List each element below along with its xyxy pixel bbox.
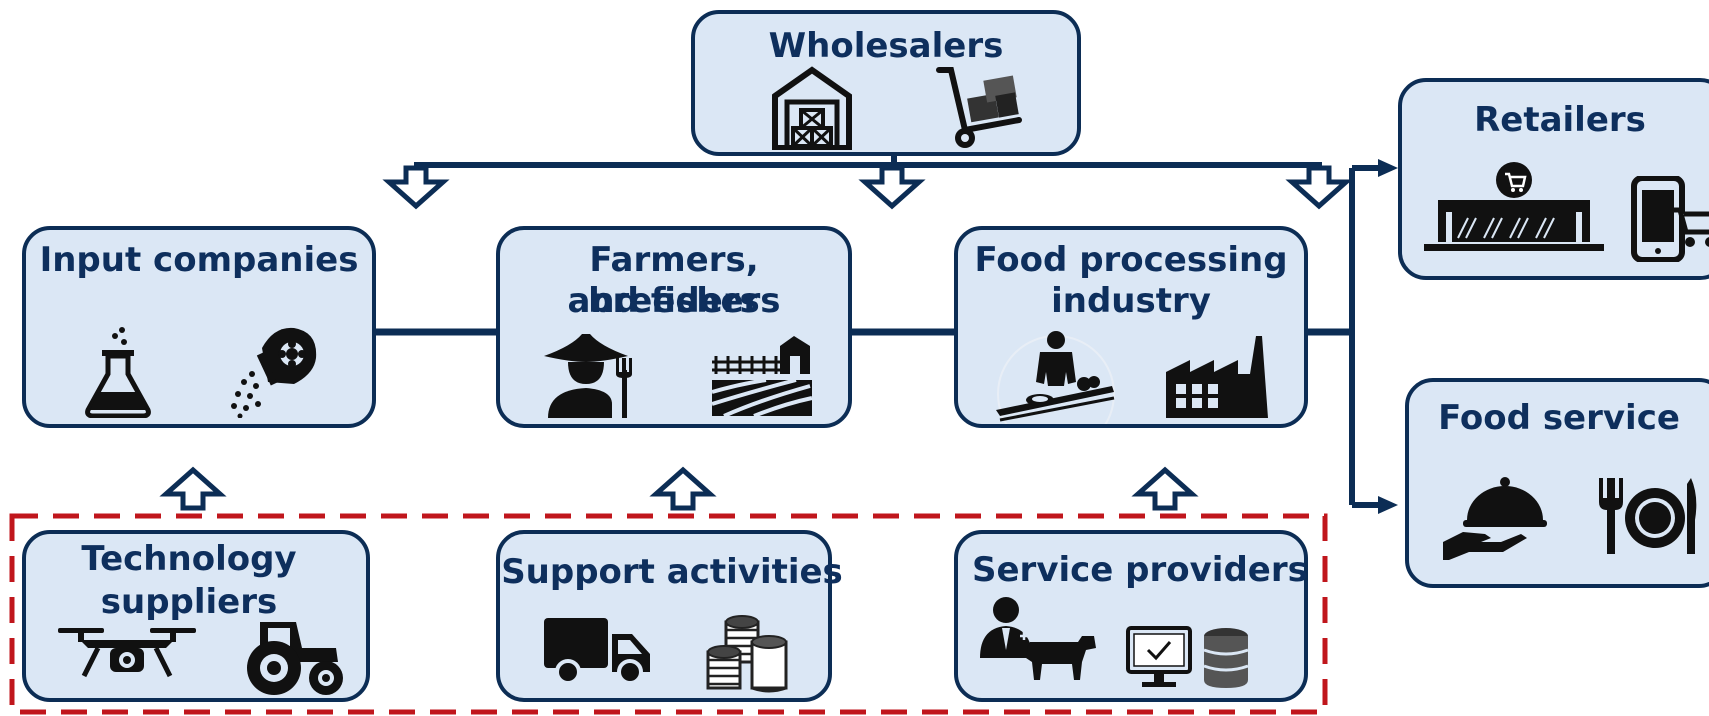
down-arrow-to-food-processing [1285, 165, 1353, 210]
technology-suppliers-title-line1: Technology [81, 539, 297, 579]
food-processing-title-line1: Food processing [974, 240, 1288, 280]
service-providers-box: Service providers [954, 530, 1308, 702]
serving-cloche-icon [1443, 477, 1547, 560]
warehouse-icon [772, 66, 852, 150]
food-processing-box: Food processing industry [954, 226, 1308, 428]
retailers-title: Retailers [1474, 100, 1646, 140]
food-service-box: Food service [1405, 378, 1709, 588]
meat-processing-worker-icon [996, 331, 1115, 424]
storefront-cart-icon [1424, 162, 1604, 251]
input-companies-title: Input companies [39, 240, 359, 280]
up-arrow-to-farmers [649, 466, 717, 511]
flask-icon [85, 327, 151, 418]
veterinarian-cow-icon [980, 597, 1096, 680]
wholesalers-title: Wholesalers [768, 26, 1004, 66]
technology-suppliers-box: Technology suppliers [22, 530, 370, 702]
farm-field-icon [711, 336, 813, 418]
fork-plate-knife-icon [1599, 478, 1697, 554]
service-providers-title: Service providers [972, 550, 1308, 590]
monitor-database-icon [1126, 626, 1249, 688]
up-arrow-to-food-processing [1131, 466, 1199, 511]
support-activities-title: Support activities [501, 552, 843, 592]
support-activities-box: Support activities [496, 530, 843, 702]
factory-icon [1166, 336, 1268, 418]
food-processing-title-line2: industry [1051, 281, 1211, 321]
support-group-dashed-border [9, 513, 1328, 715]
truck-icon [544, 618, 650, 685]
down-arrow-to-farmers [858, 165, 926, 210]
arrow-to-food-service-head [1378, 496, 1398, 514]
farmers-box: Farmers, breeders and fishers [496, 226, 852, 428]
farmers-title-line2: and fishers [567, 281, 781, 321]
wholesalers-box: Wholesalers [691, 10, 1081, 156]
farmers-title-line1: Farmers, breeders [588, 240, 760, 321]
input-companies-box: Input companies [22, 226, 376, 428]
mobile-shopping-icon [1631, 176, 1709, 262]
up-arrow-to-input-companies [159, 466, 227, 511]
down-arrow-to-input-companies [382, 165, 450, 210]
coins-icon [706, 615, 788, 693]
tractor-icon [247, 622, 343, 695]
drone-icon [58, 628, 196, 678]
farmer-icon [544, 334, 632, 418]
food-service-title: Food service [1438, 398, 1680, 438]
technology-suppliers-title-line2: suppliers [100, 582, 278, 622]
seed-bag-icon [231, 327, 317, 418]
arrow-to-retailers-head [1378, 159, 1398, 177]
hand-truck-icon [936, 67, 1022, 148]
retailers-box: Retailers [1398, 78, 1709, 280]
